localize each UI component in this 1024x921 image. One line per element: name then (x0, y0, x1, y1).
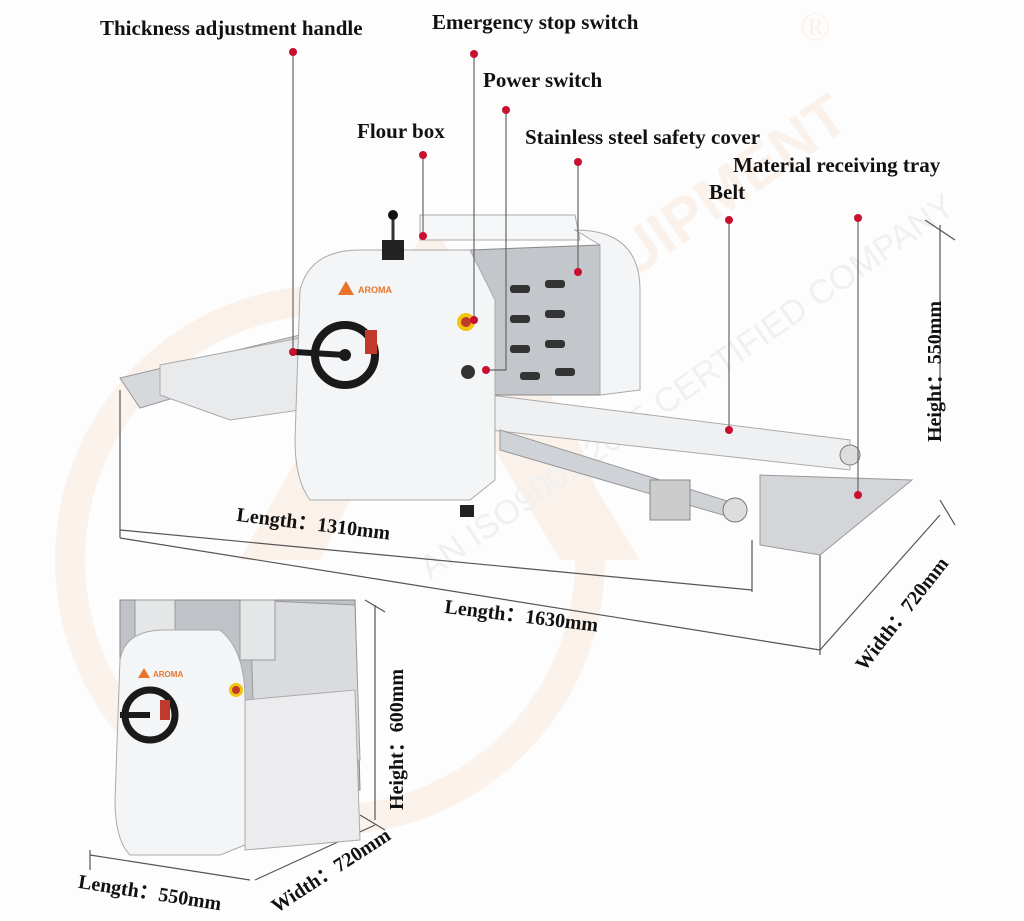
watermark-registered: ® (800, 4, 830, 49)
callout-belt: Belt (709, 180, 746, 204)
dim-height-550: Height：550mm (924, 300, 946, 442)
callout-thickness-handle: Thickness adjustment handle (100, 16, 363, 40)
sheeter-open: AROMA (119, 210, 914, 556)
callout-power-switch: Power switch (483, 68, 603, 92)
callout-emergency-stop: Emergency stop switch (432, 10, 639, 34)
logo-text-folded: AROMA (153, 670, 183, 679)
logo-text: AROMA (358, 285, 392, 295)
dimension-lines (89, 219, 956, 881)
callout-safety-cover: Stainless steel safety cover (525, 125, 761, 149)
dim-height-600: Height：600mm (386, 668, 408, 810)
callout-lines (292, 52, 859, 495)
callout-receiving-tray: Material receiving tray (733, 153, 941, 177)
callout-dots (289, 48, 862, 499)
callout-flour-box: Flour box (357, 119, 445, 143)
sheeter-folded: AROMA (114, 599, 361, 856)
